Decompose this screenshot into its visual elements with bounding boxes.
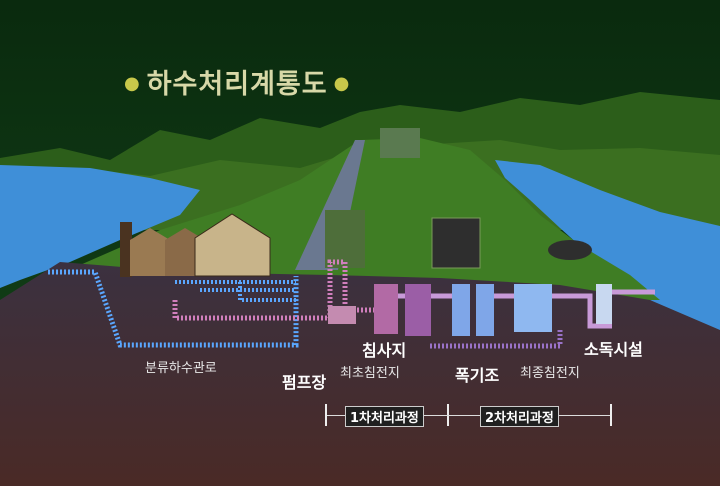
label-pump: 펌프장: [282, 369, 326, 393]
plant-building: [325, 210, 365, 268]
aeration-tank-2: [476, 284, 494, 336]
title-text: 하수처리계통도: [147, 69, 328, 100]
label-aeration: 폭기조: [455, 362, 499, 386]
label-sewer: 분류하수관로: [145, 357, 217, 376]
stage-second: 2차처리과정: [445, 404, 612, 426]
aeration-tank-1: [452, 284, 470, 336]
label-primary: 최초침전지: [340, 362, 400, 381]
final-tank: [514, 284, 552, 332]
stage-first: 1차처리과정: [325, 404, 449, 426]
stage-second-label: 2차처리과정: [480, 406, 559, 427]
label-disinfect: 소독시설: [584, 336, 643, 360]
label-grit: 침사지: [362, 337, 406, 361]
bullet-icon: ●: [334, 73, 351, 94]
bullet-icon: ●: [124, 73, 141, 94]
diagram-title: ● 하수처리계통도 ●: [118, 62, 356, 101]
pump-box: [328, 306, 356, 324]
disinfect-tank: [596, 284, 612, 324]
tank-grid: [432, 218, 480, 268]
grit-tank: [374, 284, 398, 334]
round-tank: [548, 240, 592, 260]
label-final: 최종침전지: [520, 362, 580, 381]
stage-first-label: 1차처리과정: [345, 406, 424, 427]
primary-tank: [405, 284, 431, 336]
far-building: [380, 128, 420, 158]
